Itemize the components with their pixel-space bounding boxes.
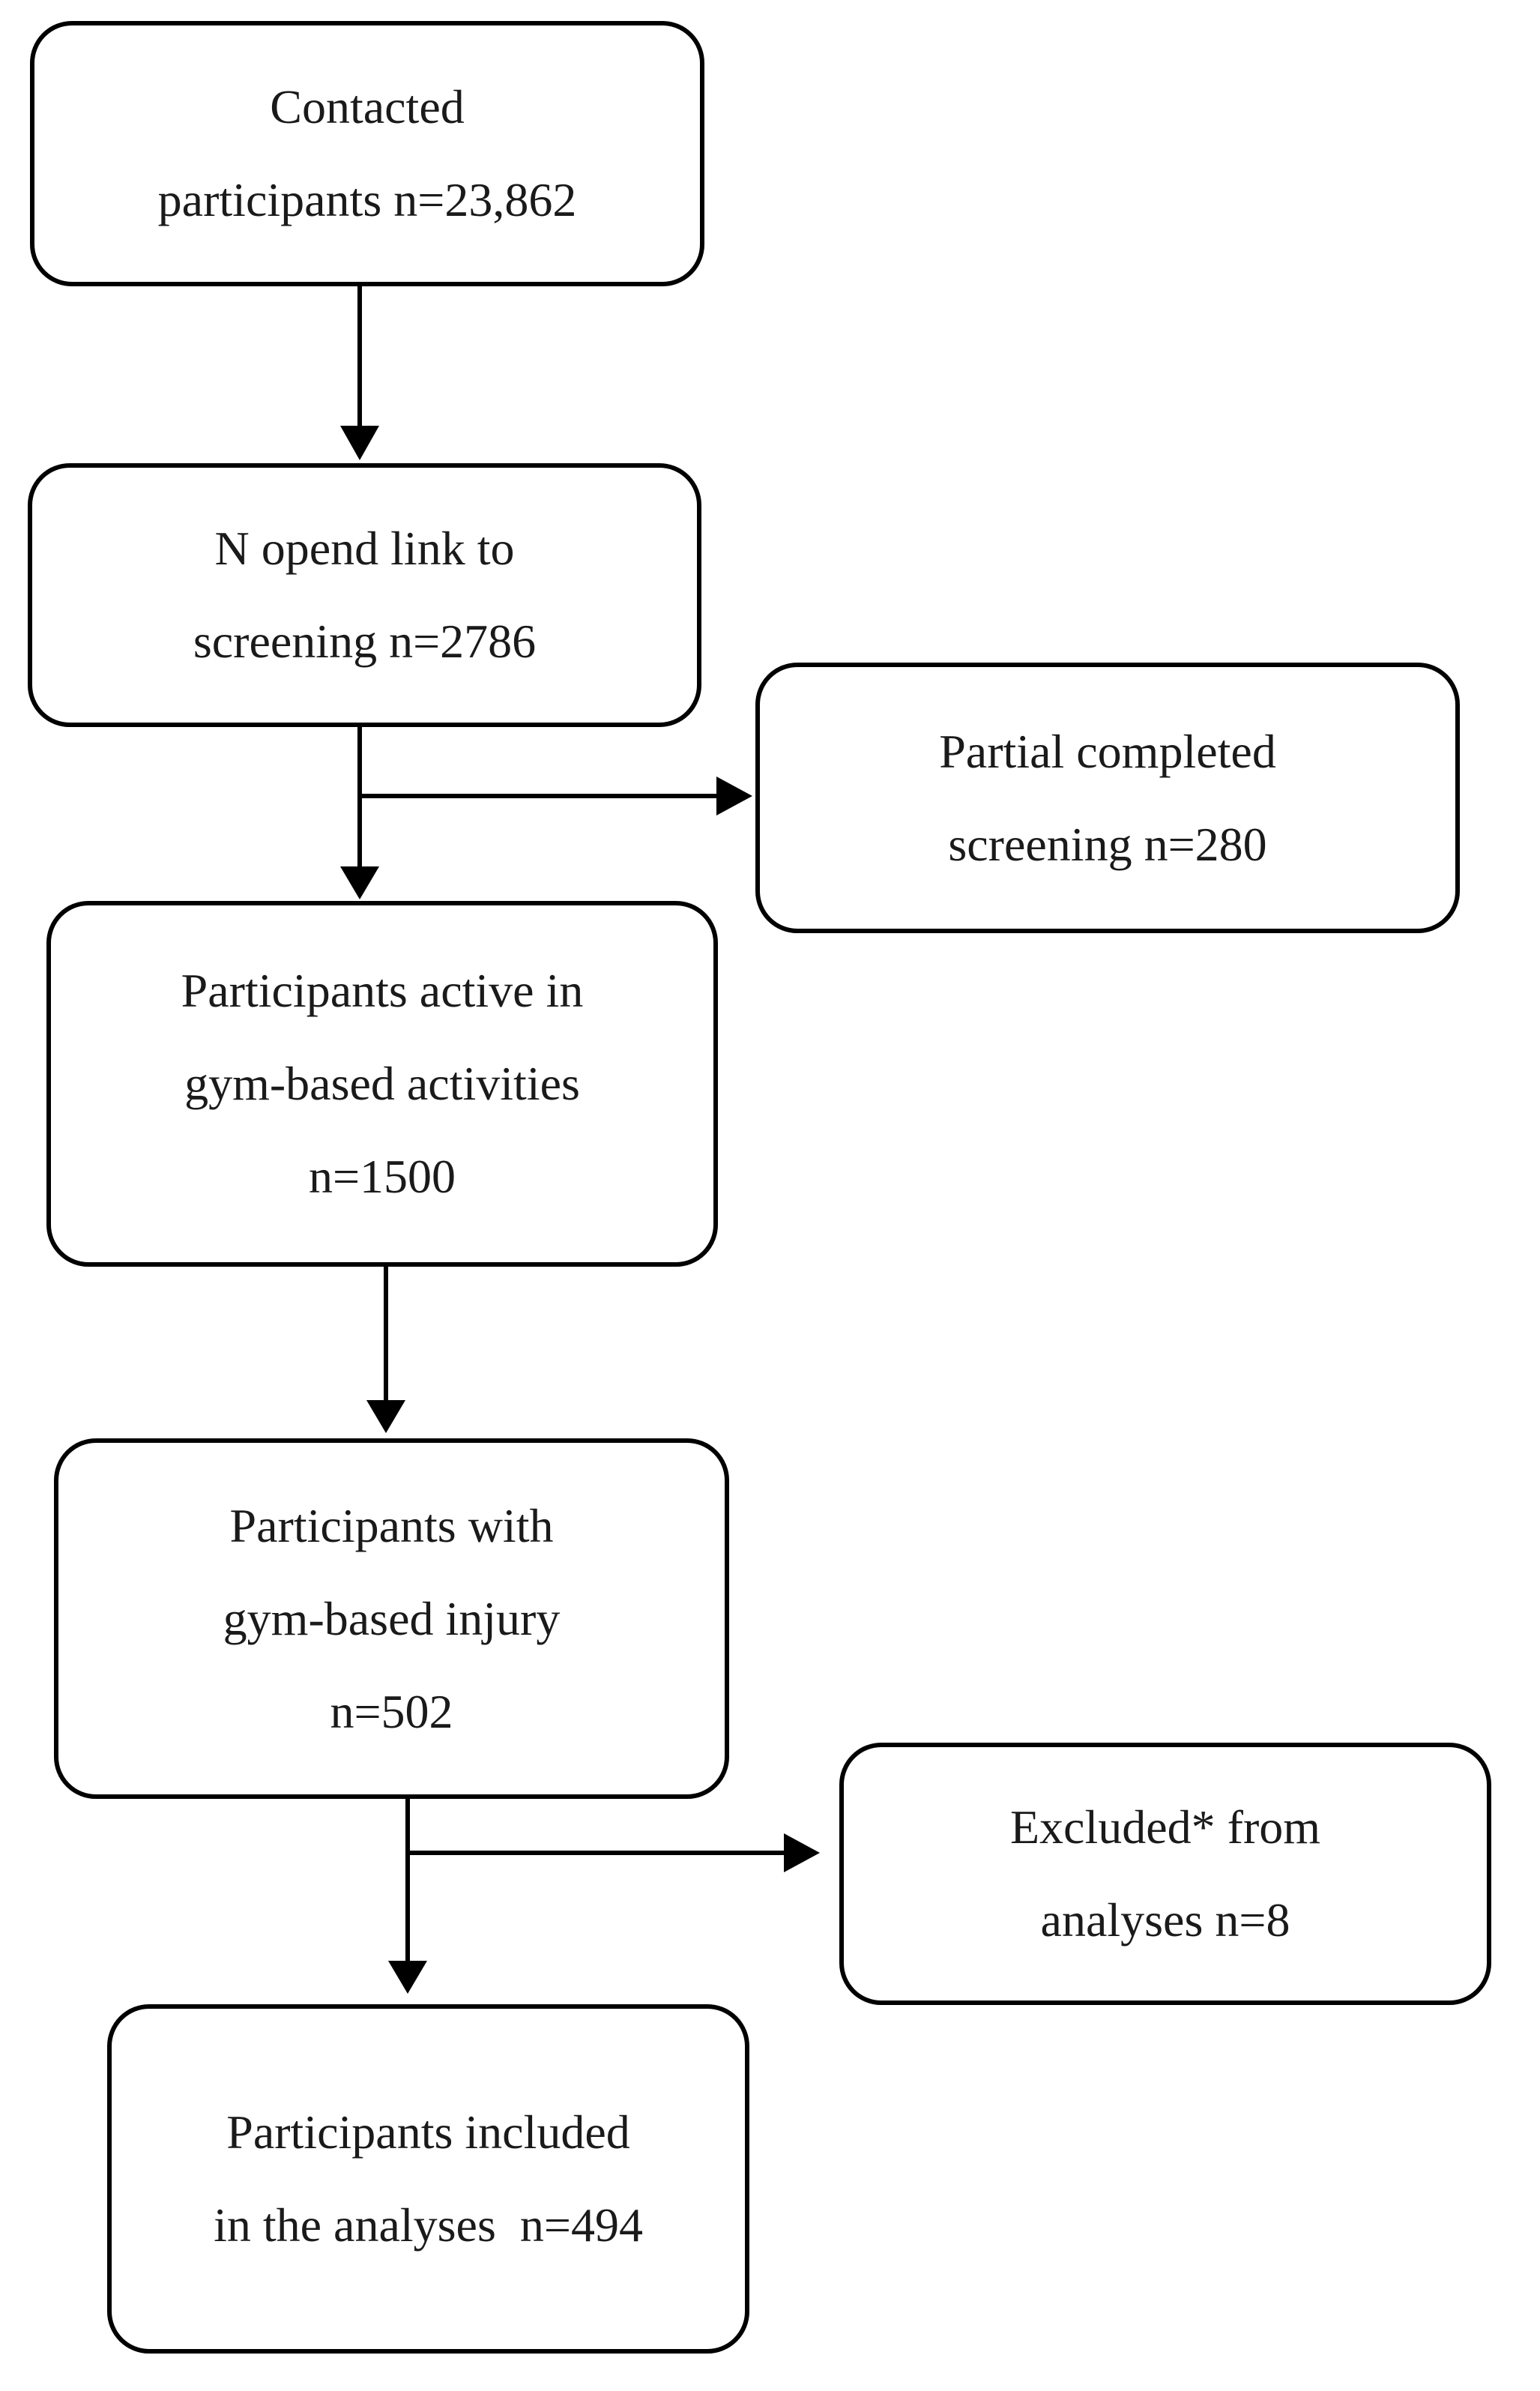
text-line: analyses n=8 <box>1040 1893 1290 1947</box>
arrow-opened-to-partial <box>360 777 752 815</box>
arrow-opened-to-active <box>340 727 379 899</box>
text-line: n=1500 <box>308 1150 456 1203</box>
box-opened-link: N opend link to screening n=2786 <box>28 463 701 727</box>
arrow-injury-to-included <box>388 1799 427 1994</box>
box-excluded: Excluded* from analyses n=8 <box>839 1743 1491 2005</box>
text-line: participants n=23,862 <box>157 173 577 226</box>
text-line: screening n=280 <box>948 817 1267 871</box>
arrow-head-down <box>340 426 379 460</box>
arrow-head-down <box>366 1400 405 1433</box>
arrow-head-right <box>716 777 752 815</box>
arrow-injury-to-excluded <box>408 1833 820 1872</box>
text-line: Participants with <box>229 1498 554 1552</box>
arrow-head-down <box>388 1961 427 1994</box>
box-included: Participants included in the analyses n=… <box>107 2004 749 2354</box>
box-active-gym: Participants active in gym-based activit… <box>46 901 718 1267</box>
text-line: gym-based injury <box>223 1591 561 1645</box>
text-line: n=502 <box>330 1684 453 1738</box>
arrow-active-to-injury <box>366 1267 405 1433</box>
text-line: gym-based activities <box>184 1057 580 1110</box>
text-line: screening n=2786 <box>193 615 537 668</box>
text-line: Partial completed <box>939 724 1276 778</box>
text-line: Contacted <box>270 80 465 133</box>
arrow-head-right <box>784 1833 820 1872</box>
box-contacted-participants: Contacted participants n=23,862 <box>30 21 704 286</box>
arrow-contacted-to-opened <box>340 286 379 460</box>
text-line: Excluded* from <box>1009 1800 1321 1854</box>
text-line: in the analyses n=494 <box>214 2198 643 2252</box>
box-gym-injury: Participants with gym-based injury n=502 <box>54 1438 729 1799</box>
text-line: Participants included <box>226 2105 630 2159</box>
text-line: N opend link to <box>214 522 515 575</box>
arrow-head-down <box>340 866 379 899</box>
text-line: Participants active in <box>181 964 584 1017</box>
box-partial-screening: Partial completed screening n=280 <box>755 663 1460 933</box>
